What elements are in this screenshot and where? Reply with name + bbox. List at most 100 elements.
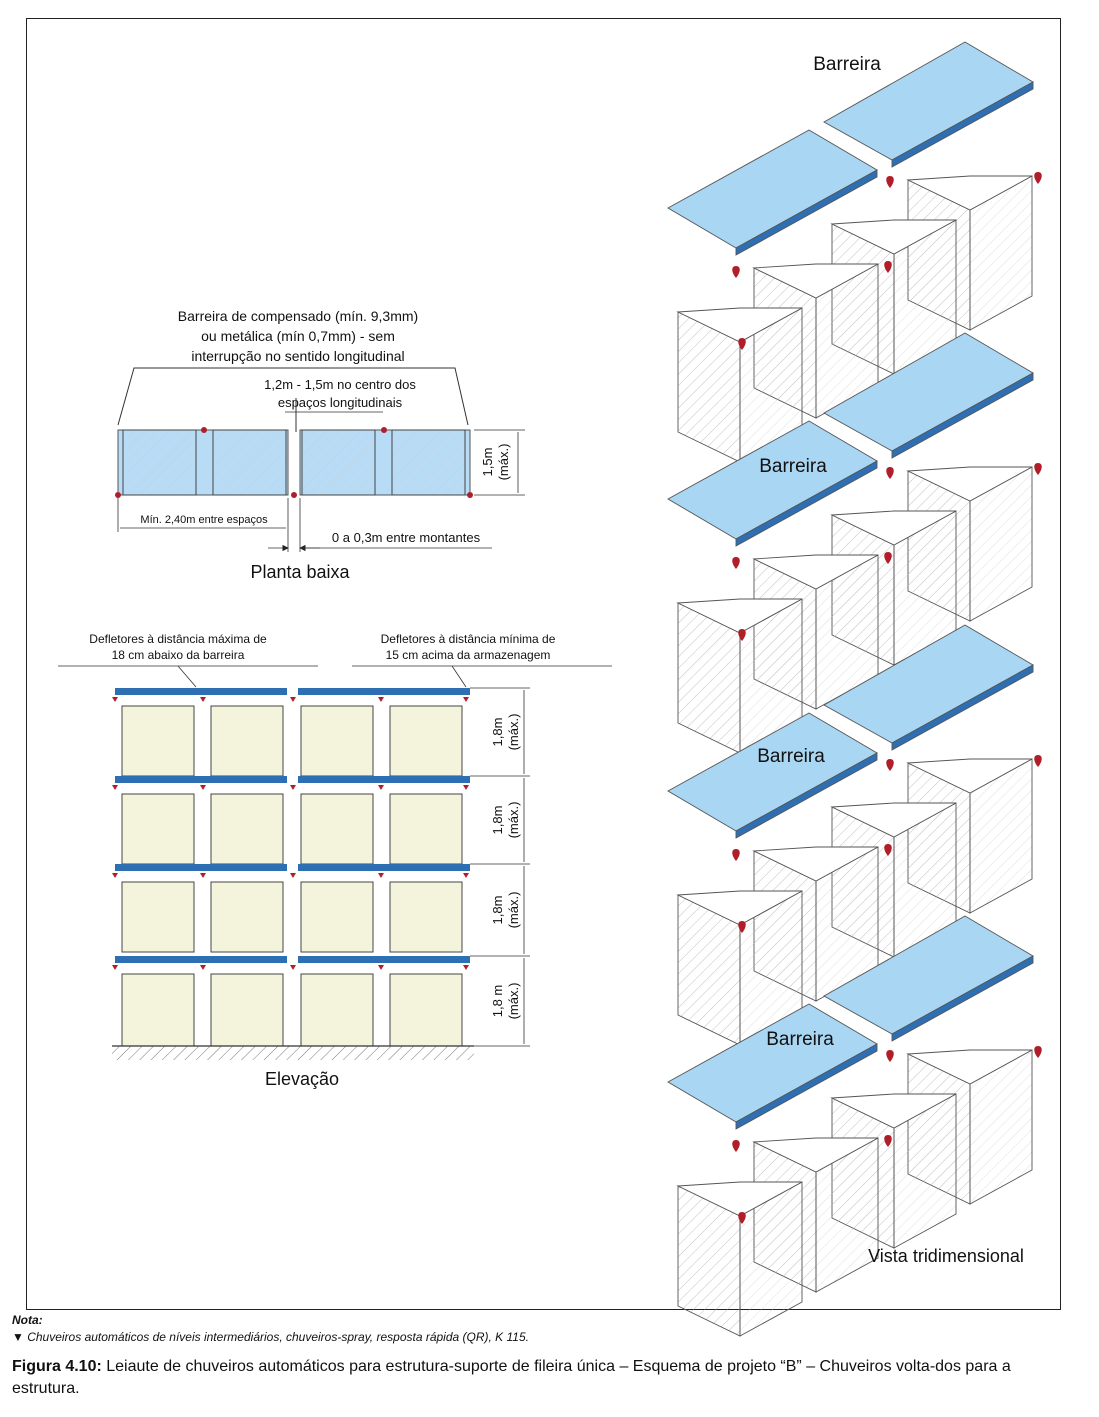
elev-storage-load bbox=[300, 973, 374, 1047]
elev-storage-load bbox=[389, 973, 463, 1047]
elev-barrier-beam bbox=[298, 864, 470, 871]
iso-module: Barreira bbox=[667, 41, 1042, 463]
iso-sprinkler-pin bbox=[886, 759, 894, 771]
plan-load bbox=[301, 429, 376, 496]
iso-cube-top-face bbox=[676, 1181, 803, 1217]
sprinkler-dot bbox=[115, 492, 121, 498]
iso-cube-top-face bbox=[830, 219, 957, 255]
elev-deflector-min-1: Defletores à distância mínima de bbox=[381, 632, 556, 646]
iso-sprinkler-pin bbox=[738, 921, 746, 933]
iso-module: Barreira bbox=[667, 332, 1042, 754]
plan-barrier-note-3: interrupção no sentido longitudinal bbox=[191, 348, 404, 364]
caption-text: Leiaute de chuveiros automáticos para es… bbox=[12, 1358, 1011, 1397]
elev-storage-load bbox=[389, 793, 463, 865]
sprinkler-marker bbox=[463, 697, 469, 702]
iso-barrier-edge bbox=[891, 81, 1034, 168]
plan-load bbox=[212, 429, 287, 496]
iso-cube-top-face bbox=[752, 263, 879, 299]
iso-cube-top-face bbox=[906, 175, 1033, 211]
sprinkler-marker bbox=[463, 873, 469, 878]
iso-sprinkler-pin bbox=[886, 1050, 894, 1062]
iso-sprinkler-pin bbox=[886, 176, 894, 188]
elev-barrier-beam bbox=[298, 776, 470, 783]
elev-tier-height-qualifier: (máx.) bbox=[506, 802, 521, 839]
leader-line bbox=[177, 665, 197, 688]
sprinkler-marker bbox=[378, 697, 384, 702]
elev-storage-load bbox=[389, 881, 463, 953]
iso-sprinkler-pin bbox=[738, 629, 746, 641]
elev-storage-load bbox=[210, 705, 284, 777]
caption-label: Figura 4.10: bbox=[12, 1358, 102, 1375]
elev-storage-load bbox=[300, 705, 374, 777]
iso-cube-top-face bbox=[830, 802, 957, 838]
plan-load bbox=[391, 429, 466, 496]
plan-title: Planta baixa bbox=[250, 562, 350, 582]
iso-barrier-edge bbox=[891, 955, 1034, 1042]
iso-sprinkler-pin bbox=[1034, 463, 1042, 475]
iso-sprinkler-pin bbox=[738, 1212, 746, 1224]
iso-barrier-edge bbox=[735, 1043, 878, 1130]
iso-sprinkler-pin bbox=[732, 557, 740, 569]
iso-barrier-label: Barreira bbox=[766, 1029, 834, 1050]
iso-sprinkler-pin bbox=[732, 266, 740, 278]
sprinkler-marker bbox=[200, 697, 206, 702]
plan-min-spacing: Mín. 2,40m entre espaços bbox=[140, 514, 268, 526]
elev-tier-height-label: 1,8m bbox=[490, 718, 505, 747]
iso-cube-top-face bbox=[830, 510, 957, 546]
iso-sprinkler-pin bbox=[1034, 755, 1042, 767]
elev-barrier-beam bbox=[115, 688, 287, 695]
elev-deflector-min-2: 15 cm acima da armazenagem bbox=[386, 648, 551, 662]
sprinkler-marker bbox=[290, 965, 296, 970]
iso-cube-top-face bbox=[906, 758, 1033, 794]
iso-module: Barreira bbox=[667, 624, 1042, 1046]
sprinkler-marker bbox=[112, 965, 118, 970]
iso-barrier-edge bbox=[891, 664, 1034, 751]
elev-deflector-max-2: 18 cm abaixo da barreira bbox=[112, 648, 245, 662]
iso-barrier-label: Barreira bbox=[759, 456, 827, 477]
iso-cube-top-face bbox=[676, 307, 803, 343]
iso-cube-top-face bbox=[676, 598, 803, 634]
iso-module: Barreira bbox=[667, 915, 1042, 1337]
elev-barrier-beam bbox=[298, 956, 470, 963]
elev-tier-height-qualifier: (máx.) bbox=[506, 892, 521, 929]
sprinkler-marker bbox=[112, 697, 118, 702]
plan-barrier-note-2: ou metálica (mín 0,7mm) - sem bbox=[201, 328, 395, 344]
sprinkler-marker bbox=[290, 873, 296, 878]
elevation-view: Defletores à distância máxima de 18 cm a… bbox=[58, 632, 612, 1089]
sprinkler-marker bbox=[463, 965, 469, 970]
elev-storage-load bbox=[300, 793, 374, 865]
plan-height-label-1: 1,5m bbox=[480, 448, 495, 477]
iso-sprinkler-pin bbox=[1034, 1046, 1042, 1058]
iso-sprinkler-pin bbox=[732, 849, 740, 861]
ground-hatch bbox=[112, 1046, 474, 1060]
iso-sprinkler-pin bbox=[1034, 172, 1042, 184]
sprinkler-marker bbox=[200, 965, 206, 970]
elev-tier-height-qualifier: (máx.) bbox=[506, 714, 521, 751]
sprinkler-dot bbox=[201, 427, 207, 433]
elev-storage-load bbox=[389, 705, 463, 777]
sprinkler-marker bbox=[290, 785, 296, 790]
iso-cube-top-face bbox=[752, 1137, 879, 1173]
plan-barrier-note-1: Barreira de compensado (mín. 9,3mm) bbox=[178, 308, 418, 324]
plan-view: Barreira de compensado (mín. 9,3mm) ou m… bbox=[115, 308, 525, 582]
elev-deflector-max-1: Defletores à distância máxima de bbox=[89, 632, 267, 646]
iso-cube-top-face bbox=[676, 890, 803, 926]
elev-storage-load bbox=[210, 793, 284, 865]
iso-cube-top-face bbox=[752, 846, 879, 882]
elev-storage-load bbox=[121, 973, 195, 1047]
iso-barrier-edge bbox=[735, 169, 878, 256]
plan-center-note-2: espaços longitudinais bbox=[278, 395, 403, 410]
sprinkler-marker bbox=[200, 785, 206, 790]
iso-sprinkler-pin bbox=[884, 844, 892, 856]
elev-storage-load bbox=[121, 881, 195, 953]
iso-barrier-label: Barreira bbox=[757, 746, 825, 767]
plan-upright-gap: 0 a 0,3m entre montantes bbox=[332, 530, 481, 545]
sprinkler-marker bbox=[378, 965, 384, 970]
iso-barrier-edge bbox=[891, 372, 1034, 459]
sprinkler-dot bbox=[467, 492, 473, 498]
note-title: Nota: bbox=[12, 1313, 43, 1327]
elev-tier-height-label: 1,8m bbox=[490, 806, 505, 835]
note-line: ▼ Chuveiros automáticos de níveis interm… bbox=[12, 1330, 529, 1344]
elev-barrier-beam bbox=[115, 776, 287, 783]
